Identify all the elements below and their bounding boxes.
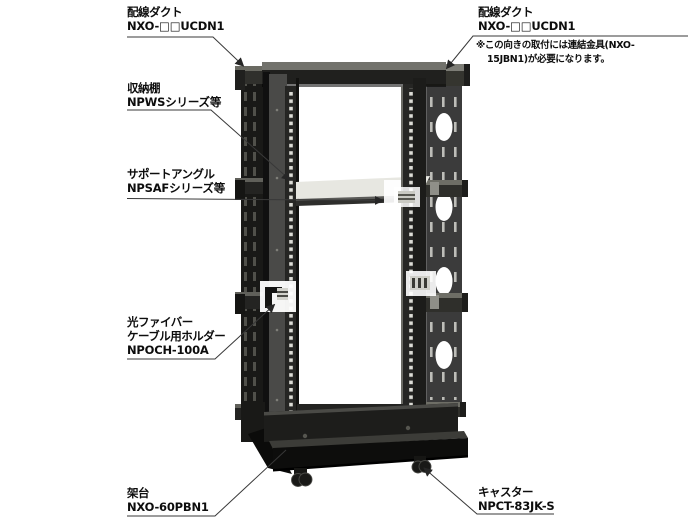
base-pedestal [241, 402, 468, 487]
panel-oval-cutout [435, 341, 453, 369]
label-support-angle-model: NPSAFシリーズ等 [127, 181, 226, 195]
cable-duct-bracket [235, 178, 263, 200]
label-duct-left-model: NXO-□□UCDN1 [127, 19, 225, 33]
leader-line-duct-left [127, 36, 245, 67]
label-fiber-holder-title1: 光ファイバー [127, 315, 193, 329]
cable-duct-bracket [235, 292, 263, 314]
caster-wheel-front-right [411, 456, 432, 474]
cable-duct-bracket [424, 293, 468, 312]
top-beam [262, 62, 446, 87]
mounting-rail-holes [404, 88, 414, 434]
label-fiber-holder: 光ファイバー ケーブル用ホルダー NPOCH-100A [127, 315, 226, 357]
label-base: 架台 NXO-60PBN1 [127, 486, 209, 514]
label-shelf-model: NPWSシリーズ等 [127, 95, 222, 109]
label-duct-right: 配線ダクト NXO-□□UCDN1 [478, 5, 576, 33]
bolt [302, 433, 308, 439]
fiber-cable-holder-right [406, 271, 436, 296]
front-right-post [401, 78, 426, 438]
label-base-model: NXO-60PBN1 [127, 500, 209, 514]
panel-oval-cutout [435, 267, 453, 295]
panel-oval-cutout [435, 113, 453, 141]
label-shelf-title: 収納棚 [127, 81, 161, 95]
label-duct-right-note-line2: 15JBN1)が必要になります。 [487, 54, 610, 65]
leader-line-support-angle [126, 195, 384, 205]
fiber-cable-holder-left [260, 281, 296, 312]
cable-duct-bracket [424, 180, 468, 197]
label-fiber-holder-title2: ケーブル用ホルダー [127, 329, 226, 343]
leader-lines [126, 35, 688, 517]
label-support-angle-title: サポートアングル [127, 167, 215, 181]
label-fiber-holder-model: NPOCH-100A [127, 343, 209, 357]
leader-line-shelf [127, 109, 291, 181]
front-left-post [263, 72, 299, 438]
leader-line-caster [423, 467, 554, 515]
panel-oval-cutout [435, 193, 453, 221]
leader-line-fiber-holder [127, 303, 276, 360]
label-caster: キャスター NPCT-83JK-S [478, 485, 555, 513]
label-duct-left-title: 配線ダクト [127, 5, 183, 19]
shelf-support-bracket [394, 187, 420, 207]
bolt [405, 425, 411, 431]
label-duct-right-note: ※この向きの取付には連結金具(NXO- 15JBN1)が必要になります。 [476, 39, 635, 67]
label-support-angle: サポートアングル NPSAFシリーズ等 [127, 167, 225, 195]
caster-wheel-front-left [291, 468, 313, 487]
leader-line-base [127, 449, 287, 517]
cable-duct-bracket [235, 66, 265, 90]
left-cable-duct [235, 66, 265, 422]
right-side-panel [424, 84, 462, 406]
label-duct-left: 配線ダクト NXO-□□UCDN1 [127, 5, 225, 33]
label-caster-title: キャスター [478, 485, 534, 499]
mounting-rail-holes [286, 90, 296, 434]
label-duct-right-title: 配線ダクト [478, 5, 534, 19]
label-duct-right-model: NXO-□□UCDN1 [478, 19, 576, 33]
label-shelf: 収納棚 NPWSシリーズ等 [127, 81, 221, 109]
leader-line-duct-right [445, 35, 688, 70]
label-duct-right-note-line1: ※この向きの取付には連結金具(NXO- [476, 40, 635, 51]
label-caster-model: NPCT-83JK-S [478, 499, 555, 513]
label-base-title: 架台 [127, 486, 149, 500]
